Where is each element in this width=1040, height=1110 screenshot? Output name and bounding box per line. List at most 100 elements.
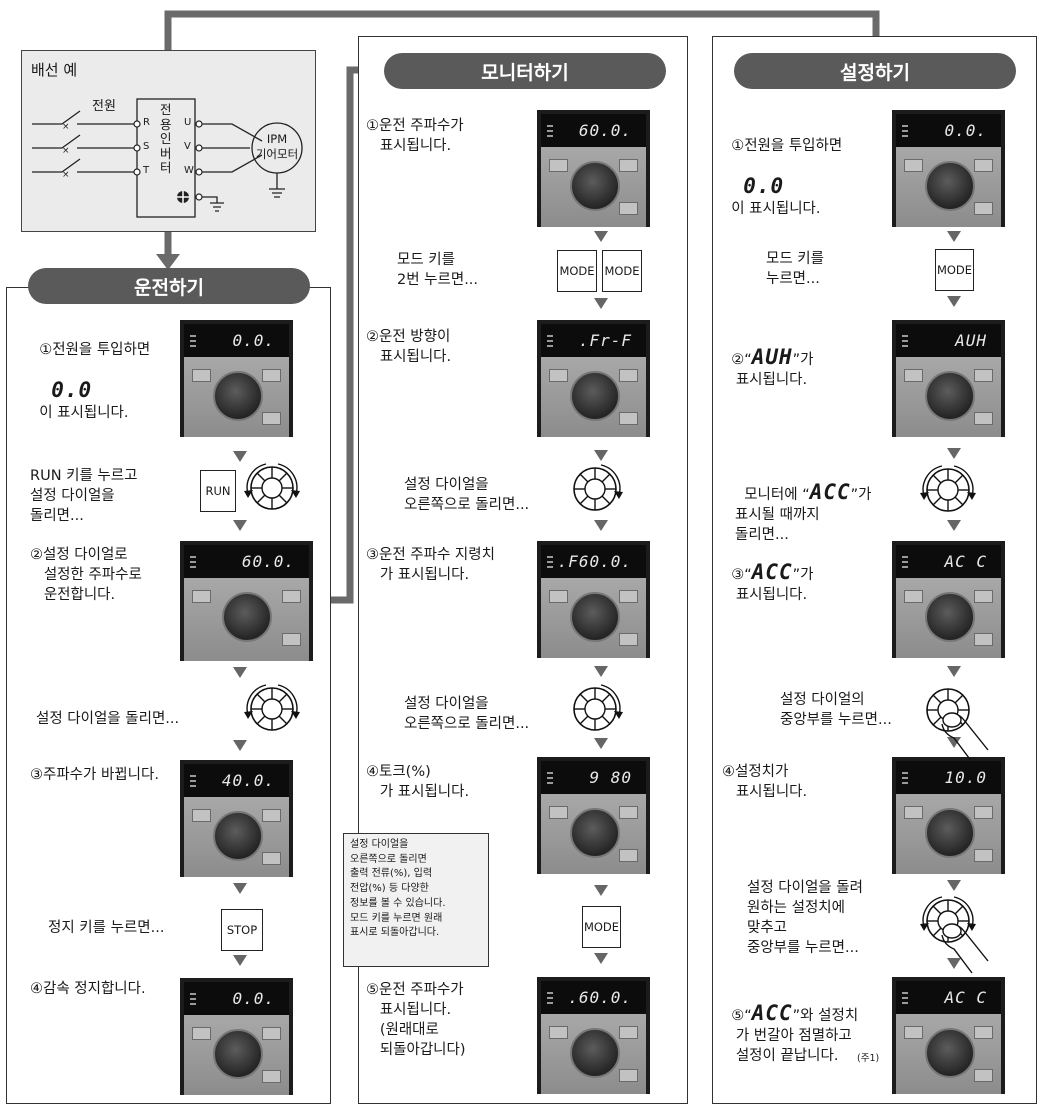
arrow: [594, 231, 608, 242]
terminal-u: U: [184, 117, 192, 128]
mon-display-4: 9 80: [589, 768, 632, 787]
arrow: [594, 298, 608, 309]
motor-label: IPM 기어모터: [255, 132, 299, 161]
set-action-press: 설정 다이얼의 중앙부를 누르면...: [780, 692, 892, 728]
op-step-1-post: 이 표시됩니다.: [39, 405, 129, 421]
mon-panel-3: .F60.0.: [537, 541, 650, 658]
set-action-monitor-seg: ACC: [809, 480, 851, 504]
dial-press-icon: [926, 688, 989, 763]
mon-panel-2: .Fr-F: [537, 320, 650, 437]
svg-text:×: ×: [62, 170, 70, 180]
op-step-4: ④감속 정지합니다.: [30, 981, 146, 997]
set-display-4: 10.0: [944, 768, 987, 787]
mode-key-2[interactable]: MODE: [602, 250, 642, 292]
mon-display-1: 60.0.: [578, 121, 632, 140]
wiring-title: 배선 예: [31, 61, 78, 79]
terminal-w: W: [184, 165, 194, 176]
set-step-1-post: 이 표시됩니다.: [731, 201, 821, 217]
wiring-example-box: 배선 예 전원 ××× R S T U V W 전 용 인 버 터 IPM 기: [21, 50, 316, 232]
set-panel-2: AUH: [892, 320, 1005, 437]
set-panel-4: 10.0: [892, 757, 1005, 874]
mon-panel-1: 60.0.: [537, 110, 650, 227]
mon-display-5: .60.0.: [568, 988, 632, 1007]
set-action-monitor: 모니터에 “ACC”가 표시될 때까지 돌리면...: [735, 462, 872, 545]
set-step-1-seg: 0.0: [743, 174, 785, 198]
monitor-note: 설정 다이얼을 오른쪽으로 돌리면 출력 전류(%), 입력 전압(%) 등 다…: [343, 833, 489, 967]
dial-icon: [243, 684, 301, 731]
op-display-3: 40.0.: [221, 771, 275, 790]
mon-action-dial-2: 설정 다이얼을 오른쪽으로 돌리면...: [404, 696, 530, 732]
run-key[interactable]: RUN: [200, 470, 236, 512]
set-panel-5: AC C: [892, 977, 1005, 1094]
arrow: [594, 885, 608, 896]
svg-text:×: ×: [62, 122, 70, 132]
inverter-label: 전 용 인 버 터: [160, 102, 172, 175]
op-step-1-pre: ①전원을 투입하면: [39, 342, 151, 358]
op-display-4: 0.0.: [232, 989, 275, 1008]
arrow: [947, 958, 961, 969]
arrow: [594, 953, 608, 964]
set-step-3: ③“ACC”가 표시됩니다.: [722, 542, 814, 605]
set-panel-3: AC C: [892, 541, 1005, 658]
arrow: [233, 955, 247, 966]
set-action-monitor-pre: 모니터에 “: [744, 487, 810, 503]
set-display-3: AC C: [944, 552, 987, 571]
op-step-1-seg: 0.0: [51, 378, 93, 402]
arrow: [594, 666, 608, 677]
arrow: [233, 451, 247, 462]
power-label: 전원: [92, 99, 116, 114]
op-action-dial: 설정 다이얼을 돌리면...: [36, 711, 180, 727]
set-step-2-post: ”가 표시됩니다.: [735, 352, 814, 388]
set-display-1: 0.0.: [944, 121, 987, 140]
mode-key-1[interactable]: MODE: [557, 250, 597, 292]
op-action-stop: 정지 키를 누르면...: [48, 920, 165, 936]
arrow: [947, 231, 961, 242]
arrow: [947, 448, 961, 459]
op-panel-3: 40.0.: [180, 760, 293, 877]
dial-icon: [919, 465, 977, 512]
svg-text:×: ×: [62, 146, 70, 156]
set-step-3-pre: ③“: [731, 567, 752, 583]
mon-panel-4: 9 80: [537, 757, 650, 874]
set-step-2-seg: AUH: [751, 345, 793, 369]
set-action-monitor-post: ”가 표시될 때까지 돌리면...: [735, 487, 872, 543]
arrow: [233, 520, 247, 531]
set-step-1: ①전원을 투입하면 0.0 이 표시됩니다.: [722, 116, 842, 219]
mon-step-2: ②운전 방향이 표시됩니다.: [366, 329, 452, 365]
arrow: [233, 667, 247, 678]
set-step-3-post: ”가 표시됩니다.: [735, 567, 814, 603]
set-step-5: ⑤“ACC”와 설정치 가 번갈아 점멸하고 설정이 끝납니다.: [722, 983, 858, 1066]
set-step-5-pre: ⑤“: [731, 1008, 752, 1024]
mon-display-3: .F60.0.: [557, 552, 632, 571]
set-step-2-pre: ②“: [731, 352, 752, 368]
mon-panel-5: .60.0.: [537, 977, 650, 1094]
op-action-run: RUN 키를 누르고 설정 다이얼을 돌리면...: [30, 468, 138, 524]
arrow: [947, 296, 961, 307]
set-action-mode: 모드 키를 누르면...: [766, 251, 824, 287]
set-step-1-pre: ①전원을 투입하면: [731, 138, 843, 154]
stop-key[interactable]: STOP: [221, 909, 263, 951]
op-step-2: ②설정 다이얼로 설정한 주파수로 운전합니다.: [30, 547, 142, 603]
op-panel-2: 60.0.: [180, 541, 313, 661]
dial-icon: [573, 684, 624, 731]
mode-key-4[interactable]: MODE: [935, 249, 974, 291]
op-display-1: 0.0.: [232, 331, 275, 350]
dial-turn-press-icon: [919, 896, 989, 974]
op-display-2: 60.0.: [241, 552, 295, 571]
operation-title: 운전하기: [28, 268, 310, 304]
set-step-3-seg: ACC: [751, 560, 793, 584]
mon-display-2: .Fr-F: [578, 331, 632, 350]
op-step-3: ③주파수가 바뀝니다.: [30, 767, 159, 783]
mon-action-mode2: 모드 키를 2번 누르면...: [397, 252, 479, 288]
mon-step-3: ③운전 주파수 지령치 가 표시됩니다.: [366, 547, 495, 583]
mon-step-1: ①운전 주파수가 표시됩니다.: [366, 118, 464, 154]
terminal-s: S: [143, 141, 150, 152]
mode-key-3[interactable]: MODE: [582, 906, 621, 948]
arrow: [233, 883, 247, 894]
set-step-5-seg: ACC: [751, 1001, 793, 1025]
monitor-title: 모니터하기: [384, 53, 666, 89]
terminal-r: R: [143, 117, 150, 128]
set-step-5-post: ”와 설정치 가 번갈아 점멸하고 설정이 끝납니다.: [735, 1008, 859, 1064]
op-panel-1: 0.0.: [180, 320, 293, 437]
